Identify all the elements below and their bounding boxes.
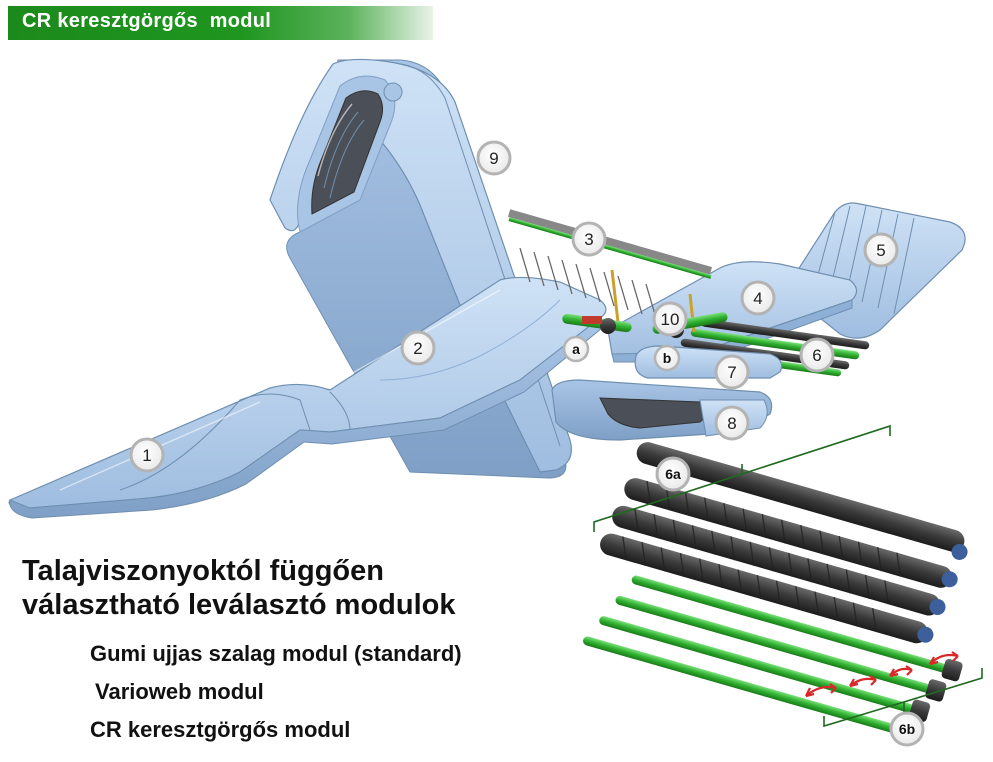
svg-text:6a: 6a <box>665 466 681 482</box>
svg-text:3: 3 <box>584 230 593 249</box>
callout-6: 6 <box>799 337 835 373</box>
callout-a: a <box>562 335 590 363</box>
svg-text:4: 4 <box>753 289 762 308</box>
svg-text:8: 8 <box>727 414 736 433</box>
caption-headline: Talajviszonyoktól függően választható le… <box>22 554 562 622</box>
reel-finger-bar-3 <box>507 209 713 333</box>
svg-text:1: 1 <box>142 446 151 465</box>
callout-7: 7 <box>714 354 750 390</box>
bracket-6a <box>593 424 891 532</box>
callout-6b: 6b <box>889 711 925 747</box>
adjustment-arrows <box>805 651 959 698</box>
callout-2: 2 <box>400 330 436 366</box>
header-bar: CR keresztgörgős modul <box>8 6 433 40</box>
callout-4: 4 <box>740 280 776 316</box>
module-item-cr-roller: CR keresztgörgős modul <box>90 717 351 742</box>
module-item-rubber-finger: Gumi ujjas szalag modul (standard) <box>90 641 462 666</box>
callout-b: b <box>653 344 681 372</box>
callout-10: 10 <box>652 301 688 337</box>
roller-set-6b <box>583 575 963 743</box>
svg-text:10: 10 <box>661 310 680 329</box>
svg-text:5: 5 <box>876 241 885 260</box>
callout-5: 5 <box>863 232 899 268</box>
svg-text:9: 9 <box>489 149 498 168</box>
roller-set-6a <box>600 442 968 644</box>
callout-3: 3 <box>571 221 607 257</box>
svg-text:a: a <box>572 341 580 357</box>
callout-6a: 6a <box>655 456 691 492</box>
svg-text:2: 2 <box>413 339 422 358</box>
callout-9: 9 <box>476 140 512 176</box>
svg-text:6b: 6b <box>899 721 915 737</box>
callout-1: 1 <box>129 437 165 473</box>
module-item-varioweb: Varioweb modul <box>95 679 264 704</box>
svg-text:b: b <box>663 350 672 366</box>
caption-line-1: Talajviszonyoktól függően <box>22 555 384 587</box>
caption-line-2: választható leválasztó modulok <box>22 589 456 621</box>
svg-text:6: 6 <box>812 346 821 365</box>
header-title: CR keresztgörgős modul <box>22 10 272 32</box>
svg-text:7: 7 <box>727 363 736 382</box>
callout-8: 8 <box>714 405 750 441</box>
